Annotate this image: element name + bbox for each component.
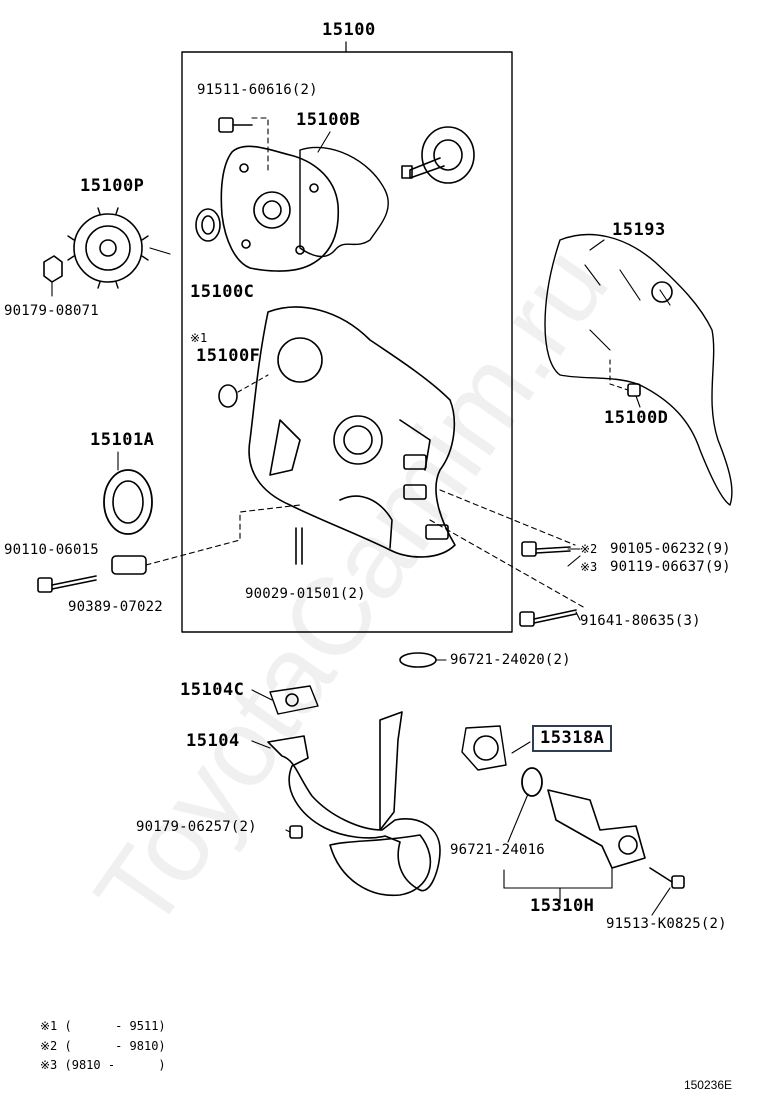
label-15100[interactable]: 15100	[322, 20, 376, 40]
label-90179-08071[interactable]: 90179-08071	[4, 303, 99, 319]
assembly-frame-15100	[181, 51, 513, 633]
label-90105-06232[interactable]: 90105-06232(9)	[610, 541, 731, 557]
relief-valve-15310H-shape	[547, 789, 646, 869]
label-96721-24016[interactable]: 96721-24016	[450, 842, 545, 858]
gasket-15100B-shape	[299, 146, 389, 258]
drawing-code: 150236E	[683, 1078, 732, 1092]
label-90119-06637[interactable]: 90119-06637(9)	[610, 559, 731, 575]
note-mark-3: ※3	[580, 560, 598, 574]
sprocket-15100P-shape	[73, 213, 143, 283]
label-90179-06257[interactable]: 90179-06257(2)	[136, 819, 257, 835]
note-mark-1: ※1	[190, 331, 208, 345]
label-15104C[interactable]: 15104C	[180, 680, 245, 700]
label-90110-06015[interactable]: 90110-06015	[4, 542, 99, 558]
footnote-2: ※2 ( - 9810)	[40, 1039, 166, 1053]
label-15100F[interactable]: 15100F	[196, 346, 261, 366]
label-15104[interactable]: 15104	[186, 731, 240, 751]
timing-cover-shape	[248, 306, 456, 558]
label-15310H[interactable]: 15310H	[530, 896, 595, 916]
oil-seal-15101A-shape	[103, 469, 153, 535]
label-15100B[interactable]: 15100B	[296, 110, 361, 130]
gasket-15193-shape	[544, 233, 733, 506]
label-90389-07022[interactable]: 90389-07022	[68, 599, 163, 615]
label-15193[interactable]: 15193	[612, 220, 666, 240]
label-91641-80635[interactable]: 91641-80635(3)	[580, 613, 701, 629]
gasket-15318A-shape	[461, 725, 507, 771]
label-91513-K0825[interactable]: 91513-K0825(2)	[606, 916, 727, 932]
label-15100C[interactable]: 15100C	[190, 282, 255, 302]
label-15101A[interactable]: 15101A	[90, 430, 155, 450]
label-90029-01501[interactable]: 90029-01501(2)	[245, 586, 366, 602]
label-15100P[interactable]: 15100P	[80, 176, 145, 196]
label-91511-60616[interactable]: 91511-60616(2)	[197, 82, 318, 98]
oil-strainer-15104-shape	[267, 735, 441, 892]
note-mark-2: ※2	[580, 542, 598, 556]
pump-cover-shape	[220, 145, 340, 272]
footnote-1: ※1 ( - 9511)	[40, 1019, 166, 1033]
label-15318A-highlighted[interactable]: 15318A	[532, 725, 613, 752]
label-96721-24020[interactable]: 96721-24020(2)	[450, 652, 571, 668]
label-15100D[interactable]: 15100D	[604, 408, 669, 428]
footnote-3: ※3 (9810 - )	[40, 1058, 166, 1072]
